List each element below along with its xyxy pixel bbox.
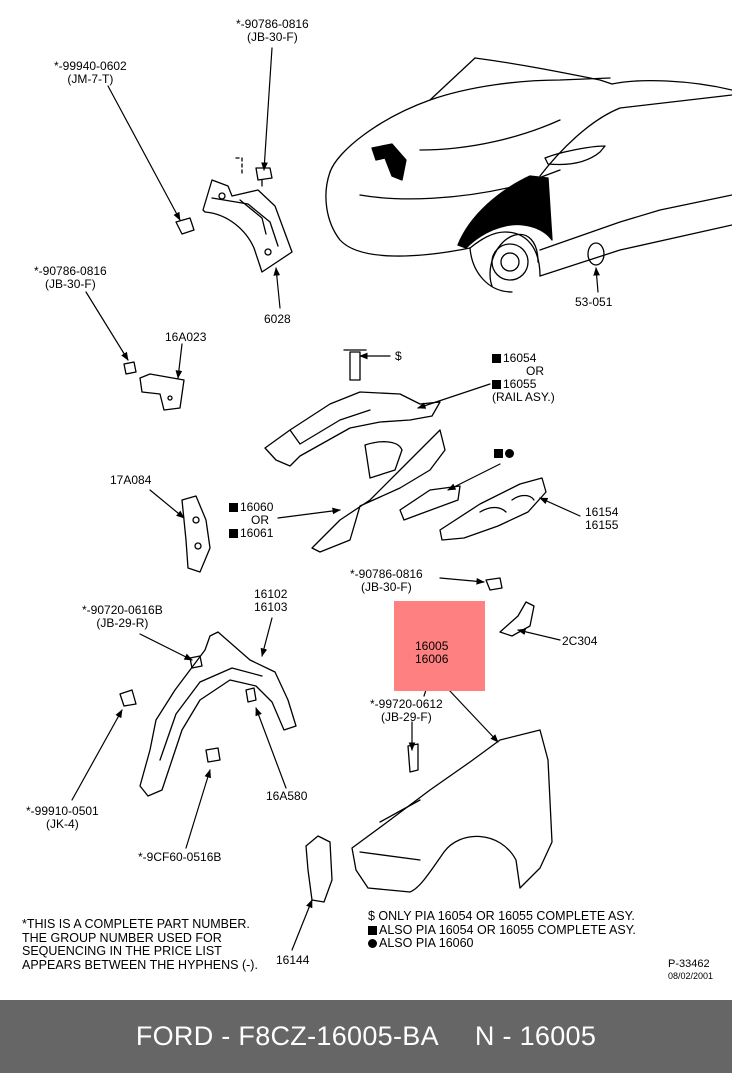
car-front-illustration [325, 57, 732, 293]
bracket-17A084 [181, 495, 211, 573]
label-dollar: $ [395, 349, 402, 363]
label-99910: *-99910-0501(JK-4) [26, 804, 99, 831]
label-16054-group: 16054 OR 16055 (RAIL ASY.) [492, 351, 555, 404]
bracket-mid [399, 485, 461, 521]
plug-53-051 [587, 242, 605, 266]
part-number-footer: FORD - F8CZ-16005-BA N - 16005 [0, 1000, 732, 1073]
label-6028: 6028 [264, 312, 291, 326]
footer-part-code: FORD - F8CZ-16005-BA [135, 1021, 439, 1051]
label-16144: 16144 [276, 953, 310, 967]
label-90786-top: *-90786-0816(JB-30-F) [236, 17, 309, 44]
apron-16060 [311, 429, 446, 553]
bracket-6028 [202, 157, 293, 273]
note-complete-part-number: *THIS IS A COMPLETE PART NUMBER. THE GRO… [22, 917, 258, 972]
label-16A580: 16A580 [266, 789, 308, 803]
diagram-drawing [71, 47, 732, 951]
label-90786-left: *-90786-0816(JB-30-F) [34, 264, 107, 291]
label-9CF60: *-9CF60-0516B [138, 850, 222, 864]
nut-top [175, 217, 195, 235]
label-2C304: 2C304 [562, 634, 598, 648]
ref-date: 08/02/2001 [668, 971, 714, 981]
label-90720: *-90720-0616B(JB-29-R) [82, 603, 163, 630]
label-90786-mid: *-90786-0816(JB-30-F) [350, 567, 423, 594]
bracket-16A023 [123, 361, 185, 411]
label-99720: *-99720-0612(JB-29-F) [370, 697, 443, 724]
label-16060-group: 16060 OR 16061 [229, 501, 273, 540]
fender-16005 [351, 729, 553, 893]
rail-assembly-16054 [264, 349, 441, 467]
fender-liner-16102 [119, 631, 297, 797]
parts-diagram: *-90786-0816(JB-30-F) *-99940-0602(JM-7-… [22, 17, 732, 981]
note-legend: $ ONLY PIA 16054 OR 16055 COMPLETE ASY. … [368, 909, 636, 950]
label-square-dot [494, 447, 516, 460]
reinforcement-16154 [439, 477, 547, 541]
footer-group-code: N - 16005 [474, 1021, 597, 1051]
ref-number: P-33462 [668, 958, 710, 970]
label-53-051: 53-051 [575, 295, 613, 309]
brace-16144 [305, 835, 333, 903]
leader-lines [71, 47, 600, 951]
label-99940: *-99940-0602(JM-7-T) [54, 59, 127, 86]
highlight-box [394, 601, 485, 691]
label-17A084: 17A084 [110, 473, 152, 487]
bracket-2C304 [485, 577, 535, 637]
label-16A023: 16A023 [165, 330, 207, 344]
bolt-top [255, 167, 273, 187]
